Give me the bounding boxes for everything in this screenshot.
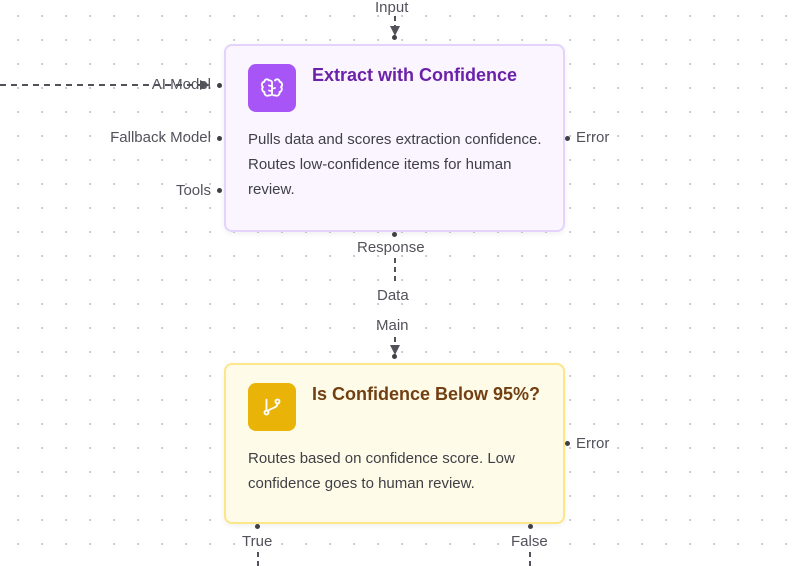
tools-port-label: Tools <box>175 182 211 199</box>
ai-model-port-label: AI Model <box>151 76 211 93</box>
extract-error-port-label: Error <box>576 129 610 146</box>
response-port-label: Response <box>357 239 425 256</box>
fallback-model-port-label: Fallback Model <box>110 129 211 146</box>
input-port[interactable] <box>392 35 397 40</box>
brain-icon <box>248 64 296 112</box>
main-port[interactable] <box>392 354 397 359</box>
tools-port[interactable] <box>217 188 222 193</box>
extract-node-description: Pulls data and scores extraction confide… <box>248 131 542 198</box>
response-port[interactable] <box>392 232 397 237</box>
git-branch-icon <box>248 383 296 431</box>
data-edge-label: Data <box>377 287 409 304</box>
condition-node[interactable]: Is Confidence Below 95%? Routes based on… <box>224 363 565 524</box>
extract-error-port[interactable] <box>565 136 570 141</box>
condition-node-title: Is Confidence Below 95%? <box>312 384 541 404</box>
true-port[interactable] <box>255 524 260 529</box>
fallback-model-port[interactable] <box>217 136 222 141</box>
condition-error-port-label: Error <box>576 435 610 452</box>
condition-node-description: Routes based on confidence score. Low co… <box>248 450 515 492</box>
input-port-label: Input <box>375 0 409 16</box>
false-port[interactable] <box>528 524 533 529</box>
false-port-label: False <box>511 533 548 550</box>
condition-error-port[interactable] <box>565 441 570 446</box>
true-port-label: True <box>242 533 273 550</box>
extract-node-title: Extract with Confidence <box>312 65 518 85</box>
ai-model-port[interactable] <box>217 83 222 88</box>
extract-node[interactable]: Extract with Confidence Pulls data and s… <box>224 44 565 232</box>
main-port-label: Main <box>376 317 409 334</box>
